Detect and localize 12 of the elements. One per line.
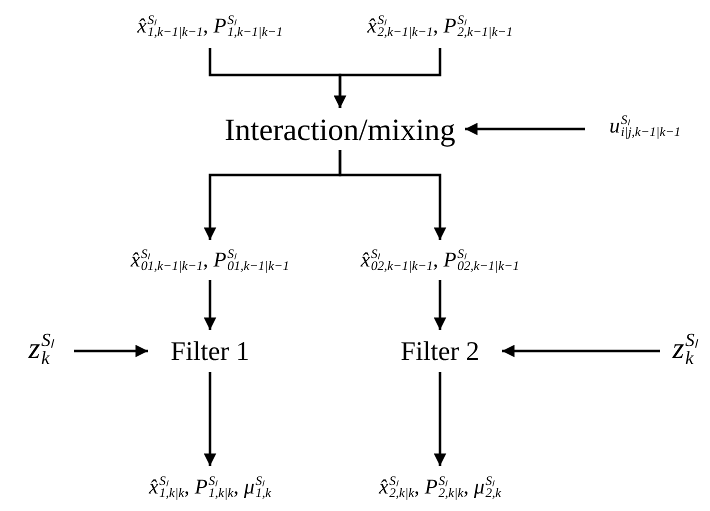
arrow [338, 150, 446, 240]
arrow [74, 344, 148, 358]
arrow [502, 344, 660, 358]
arrow [204, 280, 216, 330]
arrow [434, 372, 446, 466]
arrow [434, 280, 446, 330]
arrow [204, 372, 216, 466]
filter-label: Filter 1 [170, 338, 250, 364]
filter-label: Filter 2 [400, 338, 480, 364]
arrow [334, 48, 442, 108]
arrow [465, 122, 585, 136]
process-label: Interaction/mixing [224, 114, 456, 144]
